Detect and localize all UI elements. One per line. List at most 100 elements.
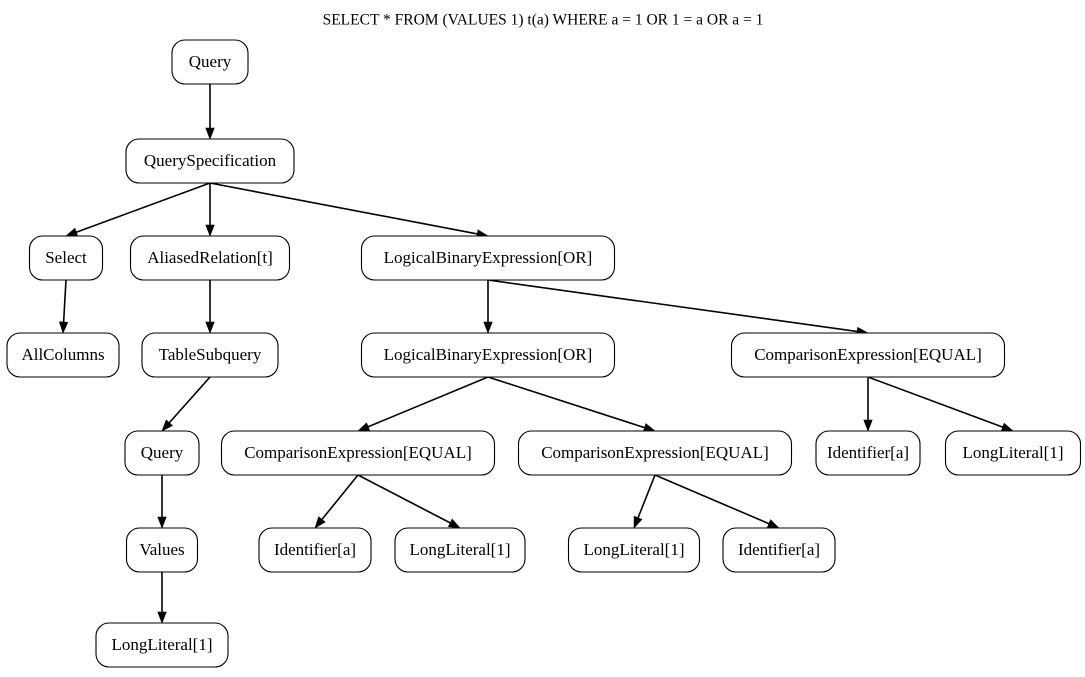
- node-shape: [129, 235, 291, 281]
- node-label: LongLiteral[1]: [111, 635, 212, 654]
- edge-arrowhead: [205, 224, 215, 237]
- edge-line: [167, 376, 211, 425]
- node-shape: [394, 527, 526, 573]
- node-label: Identifier[a]: [738, 540, 820, 559]
- node-shape: [722, 527, 836, 573]
- node-shape: [360, 332, 616, 378]
- node-label: Query: [141, 443, 184, 462]
- edge-line: [320, 474, 359, 522]
- node-label: AllColumns: [21, 345, 104, 364]
- edge-line: [62, 279, 67, 324]
- tree-node[interactable]: QuerySpecification: [125, 138, 295, 184]
- graph-title: SELECT * FROM (VALUES 1) t(a) WHERE a = …: [323, 12, 764, 29]
- tree-node[interactable]: ComparisonExpression[EQUAL]: [517, 430, 793, 476]
- edge-arrowhead: [642, 423, 656, 432]
- tree-edge: [157, 572, 167, 624]
- node-shape: [124, 430, 200, 476]
- node-shape: [28, 235, 104, 281]
- tree-node[interactable]: ComparisonExpression[EQUAL]: [730, 332, 1006, 378]
- tree-node[interactable]: Values: [125, 527, 199, 573]
- tree-node[interactable]: AliasedRelation[t]: [129, 235, 291, 281]
- node-shape: [95, 622, 229, 668]
- tree-node[interactable]: LongLiteral[1]: [944, 430, 1082, 476]
- tree-node[interactable]: Identifier[a]: [258, 527, 372, 573]
- node-label: LongLiteral[1]: [962, 443, 1063, 462]
- node-shape: [6, 332, 120, 378]
- edge-arrowhead: [205, 321, 215, 334]
- tree-node[interactable]: LogicalBinaryExpression[OR]: [360, 235, 616, 281]
- edge-line: [636, 474, 656, 520]
- node-shape: [258, 527, 372, 573]
- edge-arrowhead: [205, 127, 215, 140]
- tree-edge: [654, 474, 780, 529]
- node-shape: [125, 138, 295, 184]
- node-label: LongLiteral[1]: [409, 540, 510, 559]
- tree-edge: [59, 279, 69, 334]
- node-shape: [220, 430, 496, 476]
- node-label: LogicalBinaryExpression[OR]: [384, 248, 593, 267]
- edge-line: [366, 376, 489, 429]
- tree-node[interactable]: ComparisonExpression[EQUAL]: [220, 430, 496, 476]
- edge-line: [74, 182, 211, 234]
- tree-node[interactable]: Query: [171, 39, 249, 85]
- tree-node[interactable]: LongLiteral[1]: [394, 527, 526, 573]
- edge-arrowhead: [357, 422, 371, 432]
- edge-line: [487, 279, 859, 333]
- tree-edge: [487, 376, 656, 432]
- node-label: ComparisonExpression[EQUAL]: [244, 443, 472, 462]
- tree-node[interactable]: Identifier[a]: [815, 430, 921, 476]
- edge-line: [209, 182, 479, 236]
- node-label: LogicalBinaryExpression[OR]: [384, 345, 593, 364]
- edge-arrowhead: [863, 419, 873, 432]
- tree-edge: [483, 280, 493, 334]
- node-label: Identifier[a]: [274, 540, 356, 559]
- edge-line: [654, 474, 771, 526]
- edge-arrowhead: [157, 516, 167, 529]
- node-shape: [567, 527, 701, 573]
- tree-edge: [867, 376, 1014, 432]
- tree-node[interactable]: LogicalBinaryExpression[OR]: [360, 332, 616, 378]
- tree-edge: [209, 182, 489, 239]
- tree-edge: [357, 474, 461, 529]
- tree-node[interactable]: Select: [28, 235, 104, 281]
- edge-arrowhead: [59, 321, 69, 334]
- node-label: Select: [45, 248, 87, 267]
- node-shape: [171, 39, 249, 85]
- node-label: ComparisonExpression[EQUAL]: [541, 443, 769, 462]
- edge-line: [357, 474, 452, 525]
- node-label: Identifier[a]: [827, 443, 909, 462]
- tree-edge: [65, 182, 211, 237]
- tree-edge: [157, 475, 167, 529]
- node-label: LongLiteral[1]: [583, 540, 684, 559]
- edge-arrowhead: [633, 515, 643, 529]
- tree-node[interactable]: Identifier[a]: [722, 527, 836, 573]
- node-shape: [141, 332, 279, 378]
- tree-node[interactable]: LongLiteral[1]: [95, 622, 229, 668]
- edge-arrowhead: [447, 518, 461, 529]
- node-label: TableSubquery: [159, 345, 262, 364]
- edge-line: [487, 376, 647, 429]
- edge-arrowhead: [65, 227, 79, 237]
- tree-edge: [357, 376, 489, 432]
- node-shape: [944, 430, 1082, 476]
- tree-node[interactable]: Query: [124, 430, 200, 476]
- tree-edge: [205, 84, 215, 140]
- tree-node[interactable]: AllColumns: [6, 332, 120, 378]
- node-label: AliasedRelation[t]: [147, 248, 273, 267]
- node-label: ComparisonExpression[EQUAL]: [754, 345, 982, 364]
- edge-arrowhead: [483, 321, 493, 334]
- node-label: Values: [139, 540, 184, 559]
- edge-arrowhead: [1000, 422, 1014, 432]
- tree-edge: [205, 183, 215, 237]
- node-label: Query: [189, 52, 232, 71]
- tree-edge: [314, 474, 359, 529]
- tree-node[interactable]: LongLiteral[1]: [567, 527, 701, 573]
- node-label: QuerySpecification: [144, 151, 277, 170]
- node-shape: [125, 527, 199, 573]
- tree-edge: [633, 474, 656, 529]
- tree-node[interactable]: TableSubquery: [141, 332, 279, 378]
- node-shape: [730, 332, 1006, 378]
